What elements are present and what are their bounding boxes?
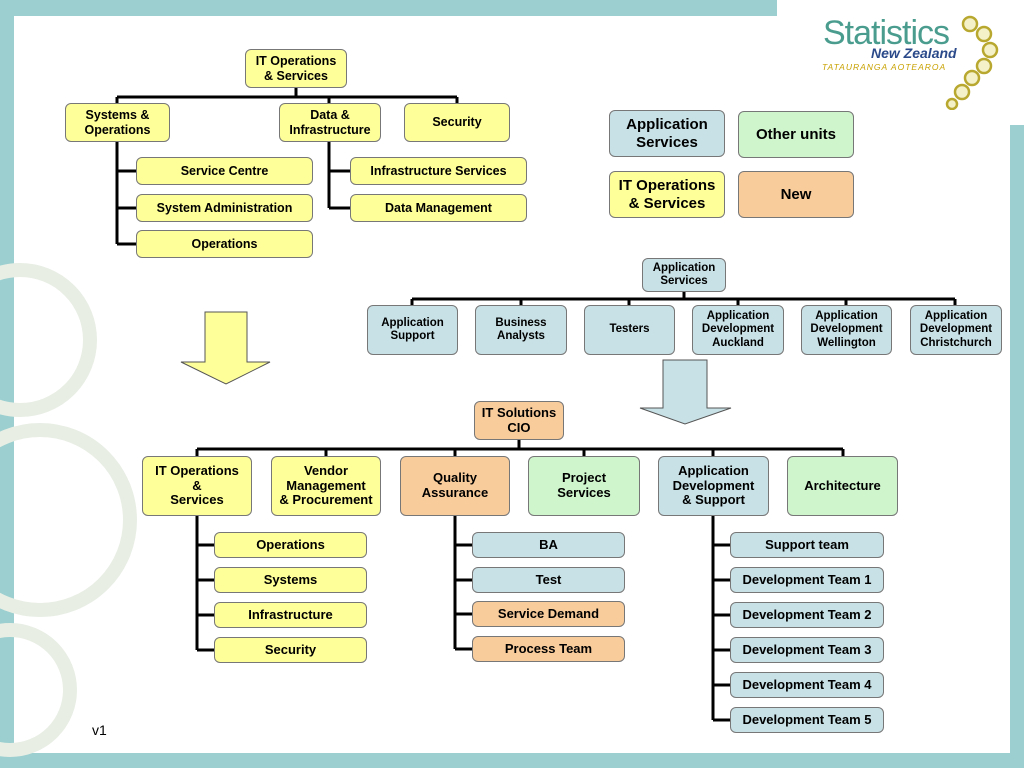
team-operations: Operations	[214, 532, 367, 558]
old-infrastructure-services: Infrastructure Services	[350, 157, 527, 185]
old-appsvc-root: Application Services	[642, 258, 726, 292]
team-process-team: Process Team	[472, 636, 625, 662]
old-itops-root: IT Operations & Services	[245, 49, 347, 88]
new-root-it-solutions-cio: IT Solutions CIO	[474, 401, 564, 440]
team-development-2: Development Team 2	[730, 602, 884, 628]
logo-title: Statistics	[823, 14, 950, 52]
new-unit-application-development: Application Development & Support	[658, 456, 769, 516]
old-systems-operations: Systems & Operations	[65, 103, 170, 142]
team-test: Test	[472, 567, 625, 593]
legend-it-operations: IT Operations & Services	[609, 171, 725, 218]
team-infrastructure: Infrastructure	[214, 602, 367, 628]
logo-maori-text: TATAURANGA AOTEAROA	[822, 62, 947, 72]
team-development-5: Development Team 5	[730, 707, 884, 733]
old-appsvc-testers: Testers	[584, 305, 675, 355]
old-appsvc-dev-christchurch: Application Development Christchurch	[910, 305, 1002, 355]
legend-other-units: Other units	[738, 111, 854, 158]
down-arrow-blue	[639, 359, 732, 425]
new-unit-architecture: Architecture	[787, 456, 898, 516]
team-development-1: Development Team 1	[730, 567, 884, 593]
old-appsvc-application-support: Application Support	[367, 305, 458, 355]
new-unit-it-operations: IT Operations & Services	[142, 456, 252, 516]
version-label: v1	[92, 722, 107, 738]
legend-application-services: Application Services	[609, 110, 725, 157]
logo-subtitle: New Zealand	[871, 45, 957, 61]
team-support: Support team	[730, 532, 884, 558]
team-service-demand: Service Demand	[472, 601, 625, 627]
old-data-infrastructure: Data & Infrastructure	[279, 103, 381, 142]
old-data-management: Data Management	[350, 194, 527, 222]
old-appsvc-dev-auckland: Application Development Auckland	[692, 305, 784, 355]
new-unit-project-services: Project Services	[528, 456, 640, 516]
old-operations: Operations	[136, 230, 313, 258]
slide-frame	[0, 0, 1024, 16]
team-security: Security	[214, 637, 367, 663]
decorative-koru-pattern	[0, 263, 137, 757]
old-appsvc-business-analysts: Business Analysts	[475, 305, 567, 355]
new-unit-vendor-management: Vendor Management & Procurement	[271, 456, 381, 516]
legend-new: New	[738, 171, 854, 218]
old-appsvc-dev-wellington: Application Development Wellington	[801, 305, 892, 355]
logo-koru-icon	[945, 15, 999, 110]
new-unit-quality-assurance: Quality Assurance	[400, 456, 510, 516]
old-service-centre: Service Centre	[136, 157, 313, 185]
team-development-3: Development Team 3	[730, 637, 884, 663]
old-security: Security	[404, 103, 510, 142]
team-ba: BA	[472, 532, 625, 558]
old-system-administration: System Administration	[136, 194, 313, 222]
down-arrow-yellow	[180, 311, 271, 385]
team-systems: Systems	[214, 567, 367, 593]
team-development-4: Development Team 4	[730, 672, 884, 698]
